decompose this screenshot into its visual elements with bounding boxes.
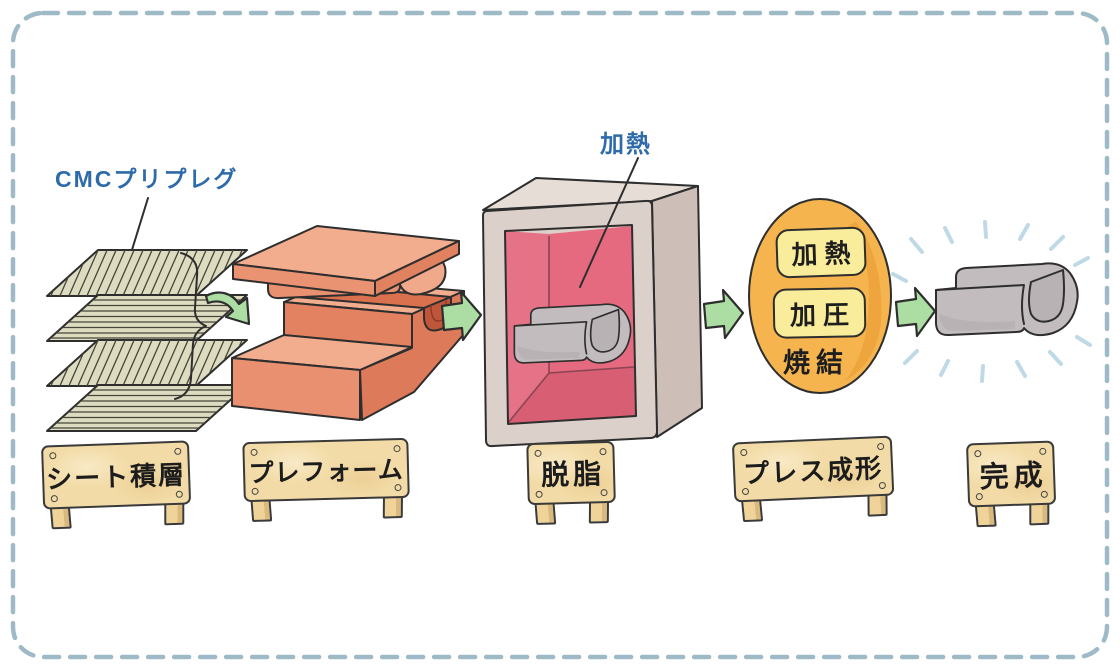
sign-board: 脱脂 xyxy=(526,440,616,506)
prepreg-sheet xyxy=(46,339,248,387)
nail-icon xyxy=(599,448,607,456)
lower-mold xyxy=(231,279,465,421)
sign-label: シート積層 xyxy=(45,459,187,494)
finished-part xyxy=(934,262,1079,337)
sign-label: 完成 xyxy=(979,459,1049,495)
curly-brace-icon xyxy=(174,252,207,400)
nail-icon xyxy=(877,442,885,451)
sign-press-forming: プレス成形 xyxy=(731,435,895,523)
badge-pressure: 加圧 xyxy=(772,287,867,339)
sign-degreasing: 脱脂 xyxy=(526,440,616,525)
sheet-stack xyxy=(46,249,248,432)
sign-label: プレフォーム xyxy=(248,455,405,489)
nail-icon xyxy=(878,481,887,490)
sign-board: シート積層 xyxy=(40,440,192,510)
nail-icon xyxy=(535,490,543,498)
nail-icon xyxy=(251,487,259,495)
furnace xyxy=(482,157,703,448)
sign-label: プレス成形 xyxy=(742,452,884,489)
sign-finished: 完成 xyxy=(965,440,1057,528)
dashed-border xyxy=(10,10,1110,660)
sinter-caption: 焼結 xyxy=(783,348,849,378)
flow-arrow-icon xyxy=(702,288,745,340)
sign-sheet-lamination: シート積層 xyxy=(40,440,192,530)
upper-mold xyxy=(232,225,460,300)
furnace-right-face xyxy=(651,185,703,438)
badge-heat: 加熱 xyxy=(775,226,867,279)
nail-icon xyxy=(175,490,183,498)
sign-board: プレフォーム xyxy=(242,437,410,503)
sign-board: プレス成形 xyxy=(731,435,895,503)
curved-arrow-icon xyxy=(204,291,251,326)
sign-label: 脱脂 xyxy=(540,458,606,491)
prepreg-sheet xyxy=(46,249,248,297)
nail-icon xyxy=(975,492,983,501)
nail-icon xyxy=(600,489,608,497)
sign-board: 完成 xyxy=(965,440,1057,508)
preform-molds xyxy=(231,225,465,421)
nail-icon xyxy=(50,495,58,503)
badge-pressure-label: 加圧 xyxy=(789,298,857,331)
prepreg-label: CMCプリプレグ xyxy=(55,166,239,192)
shine-lines-icon xyxy=(891,220,1092,383)
flow-arrow-icon xyxy=(894,286,937,338)
nail-icon xyxy=(741,487,750,496)
prepreg-sheet xyxy=(46,384,248,432)
nail-icon xyxy=(394,484,402,492)
pointer-line-heating xyxy=(579,157,639,288)
furnace-floor xyxy=(508,367,636,424)
heating-annotation: 加熱 xyxy=(600,131,652,158)
badge-heat-label: 加熱 xyxy=(791,237,859,271)
part-in-furnace xyxy=(513,303,632,364)
sign-preform: プレフォーム xyxy=(242,437,410,522)
nail-icon xyxy=(1040,490,1048,498)
furnace-opening xyxy=(504,224,637,425)
